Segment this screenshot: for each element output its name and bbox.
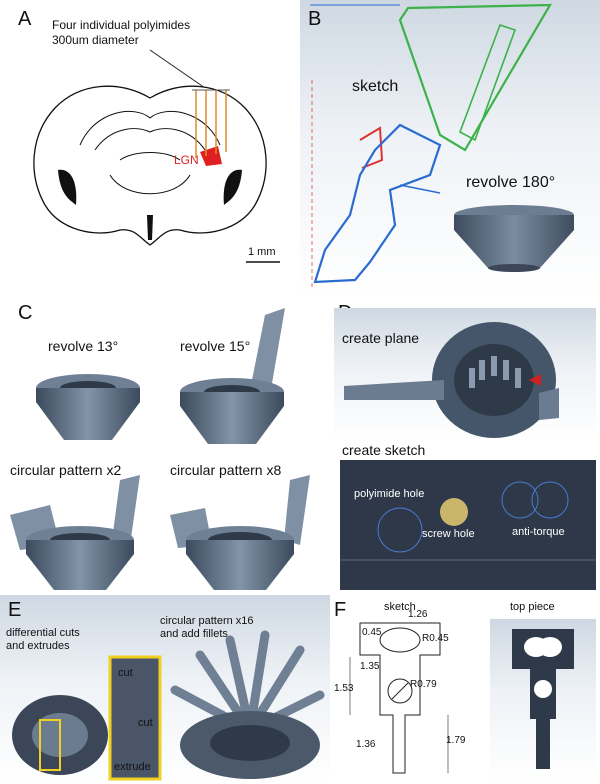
polyimide-note-line2: 300um diameter	[52, 33, 139, 47]
polyimide-hole-label: polyimide hole	[354, 488, 425, 500]
panel-f: F sketch top piece 1.26 0.45 R0.45 1.35 …	[330, 595, 600, 784]
top-piece-render	[490, 619, 596, 781]
cut-label-2: cut	[138, 717, 153, 729]
screw-hole-label: screw hole	[422, 528, 475, 540]
create-sketch-view: polyimide hole screw hole anti-torque	[340, 460, 596, 590]
dim-r0-45: R0.45	[422, 633, 449, 644]
dim-1-35: 1.35	[360, 661, 380, 672]
anti-torque-label: anti-torque	[512, 526, 565, 538]
panel-label-b: B	[308, 8, 322, 30]
sketch-profile	[310, 3, 552, 290]
sketch-f-label: sketch	[384, 601, 416, 613]
panel-c: C revolve 13° revolve 15° circular patte…	[0, 300, 330, 595]
dim-r0-79: R0.79	[410, 679, 437, 690]
dim-1-53: 1.53	[334, 683, 354, 694]
pattern-x16-label-line1: circular pattern x16	[160, 615, 254, 627]
top-piece-label: top piece	[510, 601, 555, 613]
create-plane-view: create plane	[334, 308, 596, 440]
panel-b: B sketch revolve 180°	[300, 0, 600, 295]
lgn-label: LGN	[174, 153, 199, 167]
top-piece-shape	[512, 629, 574, 769]
panel-d: D create plane polyimide hole screw hole…	[330, 300, 600, 595]
revolve-180-label: revolve 180°	[466, 174, 556, 191]
pattern-x8-label: circular pattern x8	[170, 462, 282, 478]
dim-1-26: 1.26	[408, 609, 428, 620]
pattern-x2-label: circular pattern x2	[10, 462, 122, 478]
cad-steps-e	[12, 630, 325, 781]
differential-label-line2: and extrudes	[6, 640, 70, 652]
create-plane-label: create plane	[342, 330, 420, 346]
panel-label-f: F	[334, 599, 347, 621]
sketch-render	[340, 481, 596, 561]
panel-label-e: E	[8, 599, 22, 621]
revolve-15-label: revolve 15°	[180, 338, 251, 354]
revolved-part	[454, 205, 574, 272]
panel-label-a: A	[18, 8, 32, 30]
panel-label-c: C	[18, 302, 33, 324]
create-sketch-label: create sketch	[342, 442, 426, 458]
revolve-13-label: revolve 13°	[48, 338, 119, 354]
differential-label-line1: differential cuts	[6, 627, 80, 639]
dim-0-45: 0.45	[362, 627, 382, 638]
pattern-x16-label-line2: and add fillets	[160, 628, 228, 640]
dim-1-79: 1.79	[446, 735, 466, 746]
plane-render	[344, 322, 559, 438]
cad-steps-c	[10, 308, 310, 590]
scale-bar-label: 1 mm	[248, 246, 276, 258]
extrude-label: extrude	[114, 761, 151, 773]
coronal-brain-outline	[33, 49, 280, 263]
polyimide-note-line1: Four individual polyimides	[52, 18, 191, 32]
dimension-sketch	[349, 622, 449, 774]
cut-label-1: cut	[118, 667, 133, 679]
dim-1-36: 1.36	[356, 739, 376, 750]
sketch-label: sketch	[352, 78, 399, 95]
panel-a: A Four individual polyimides 300um diame…	[0, 0, 300, 295]
panel-e: E differential cuts and extrudes circula…	[0, 595, 330, 784]
